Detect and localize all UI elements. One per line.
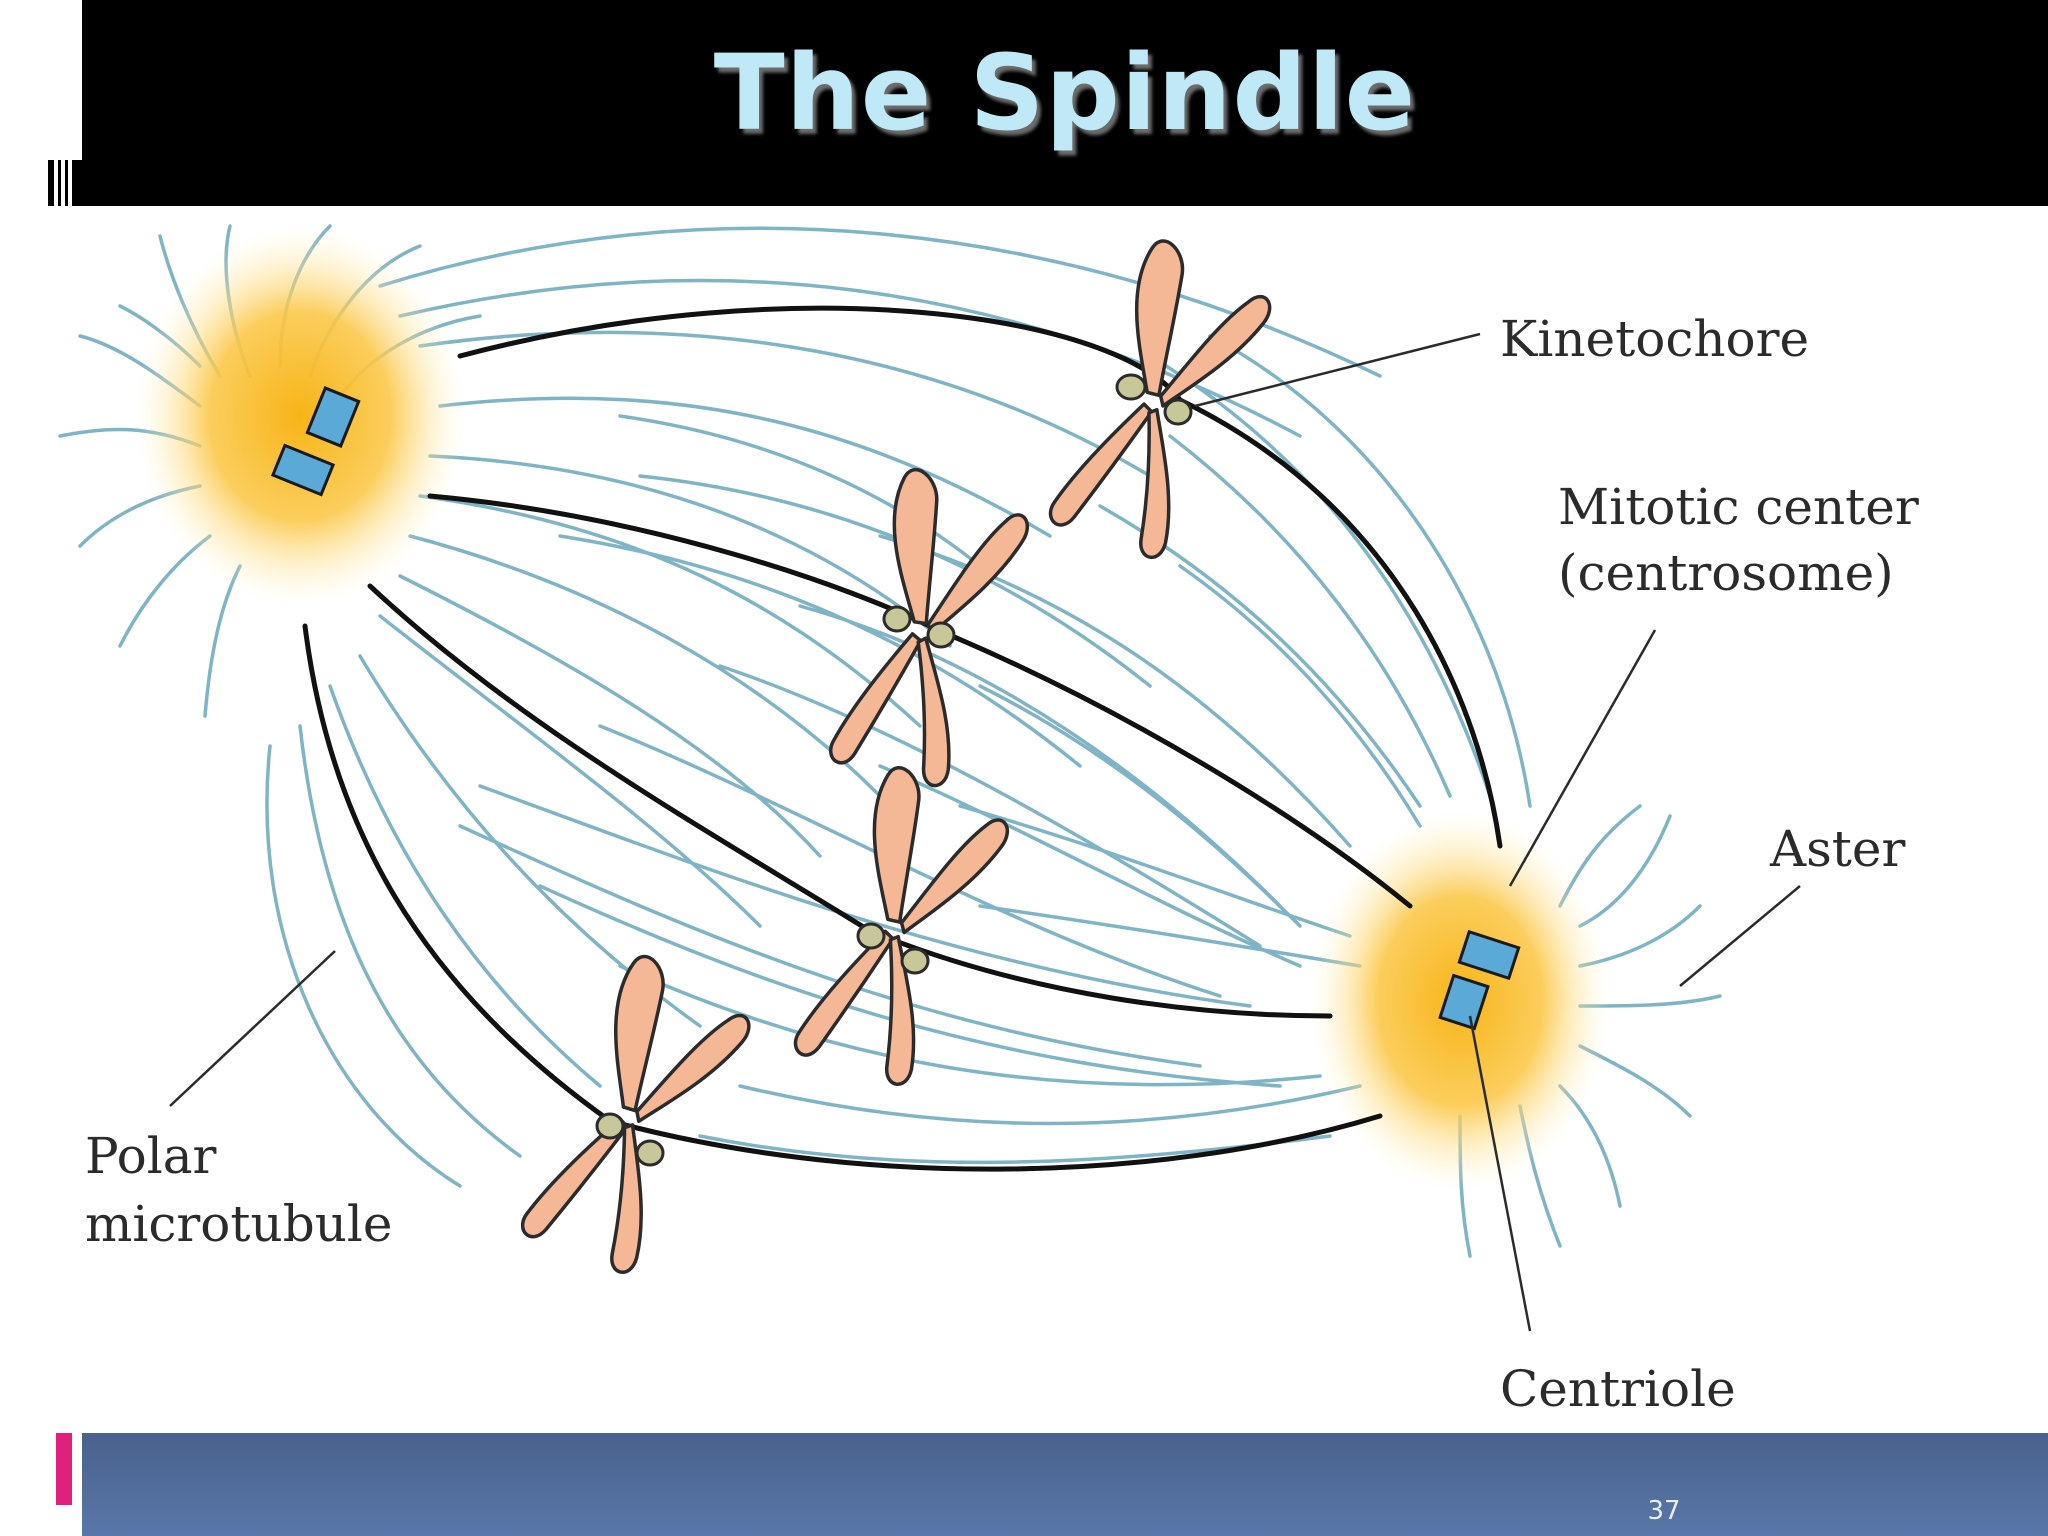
polar-microtubules [58, 224, 1722, 1258]
kinetochore-fibers [302, 305, 1503, 1172]
label-aster: Aster [1769, 820, 1905, 878]
slide-title: The Spindle [713, 32, 1417, 154]
label-mitotic-center: Mitotic center [1558, 478, 1919, 536]
footer-bar [82, 1433, 2048, 1536]
chromosome-2 [811, 464, 1037, 798]
label-centrosome: (centrosome) [1558, 544, 1894, 602]
chromosome-1 [1031, 235, 1281, 570]
spindle-diagram: Kinetochore Mitotic center (centrosome) … [58, 224, 1919, 1418]
footer-accent [56, 1433, 72, 1505]
label-kinetochore: Kinetochore [1500, 310, 1809, 368]
title-bar: The Spindle [82, 0, 2048, 206]
centrosome-left [135, 226, 465, 606]
kinetochores [595, 373, 1193, 1167]
label-centriole: Centriole [1500, 1360, 1736, 1418]
page-number: 37 [1647, 1496, 1681, 1526]
chromosome-4 [503, 950, 761, 1285]
label-microtubule: microtubule [85, 1195, 393, 1253]
title-decoration-stripes [48, 160, 82, 206]
leader-lines [169, 332, 1801, 1332]
centriole-icon [270, 386, 1521, 1031]
label-polar: Polar [85, 1127, 217, 1185]
